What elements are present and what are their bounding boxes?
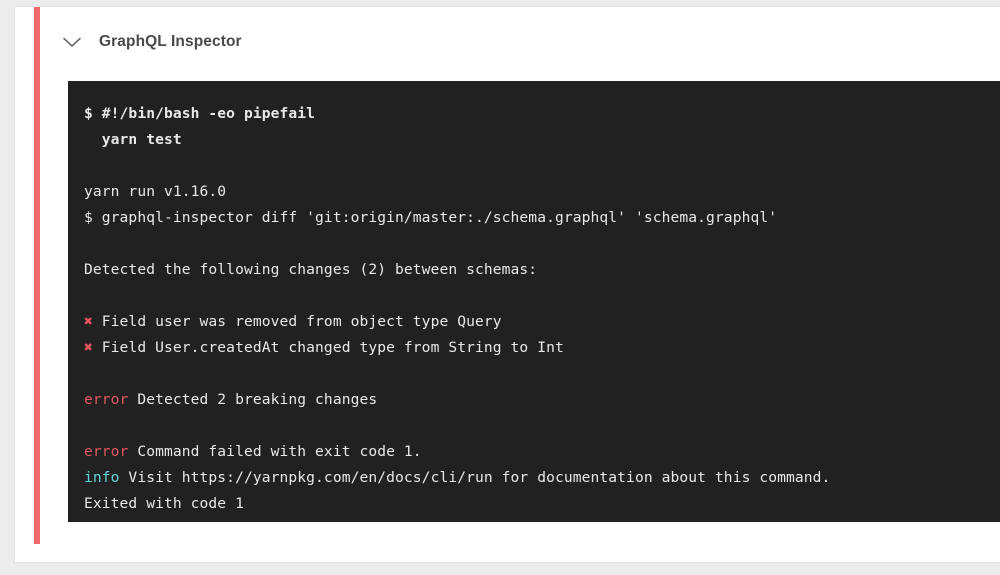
terminal-line: Exited with code 1 xyxy=(84,495,244,512)
terminal-line xyxy=(84,231,999,257)
terminal-line: error Detected 2 breaking changes xyxy=(84,387,999,413)
terminal-line: ✖ Field user was removed from object typ… xyxy=(84,309,999,335)
terminal-line: info Visit https://yarnpkg.com/en/docs/c… xyxy=(84,465,999,491)
terminal-line: $ graphql-inspector diff 'git:origin/mas… xyxy=(84,209,778,226)
terminal-line xyxy=(84,153,999,179)
terminal-line: yarn test xyxy=(84,131,182,148)
terminal-line: error Command failed with exit code 1. xyxy=(84,439,999,465)
terminal-line: ✖ Field User.createdAt changed type from… xyxy=(84,335,999,361)
terminal-line-text: Visit https://yarnpkg.com/en/docs/cli/ru… xyxy=(119,469,831,486)
terminal-output[interactable]: $ #!/bin/bash -eo pipefail yarn test yar… xyxy=(68,81,1000,522)
terminal-line xyxy=(84,413,999,439)
terminal-line: yarn run v1.16.0 xyxy=(84,183,227,200)
terminal-line: $ #!/bin/bash -eo pipefail xyxy=(84,105,316,122)
job-step-card: GraphQL Inspector $ #!/bin/bash -eo pipe… xyxy=(14,6,1000,563)
terminal-line xyxy=(84,283,999,309)
terminal-line-text: Detected 2 breaking changes xyxy=(128,391,378,408)
step-header[interactable]: GraphQL Inspector xyxy=(59,23,242,61)
step-status-bar xyxy=(34,7,40,544)
terminal-line-text: Field User.createdAt changed type from S… xyxy=(92,339,564,356)
chevron-down-icon[interactable] xyxy=(59,29,85,55)
terminal-line-text: Field user was removed from object type … xyxy=(92,313,502,330)
breaking-change-icon: ✖ xyxy=(84,313,93,330)
terminal-line: Detected the following changes (2) betwe… xyxy=(84,261,538,278)
terminal-level-error: error xyxy=(84,391,129,408)
breaking-change-icon: ✖ xyxy=(84,339,93,356)
terminal-line-text: Command failed with exit code 1. xyxy=(128,443,422,460)
terminal-level-error: error xyxy=(84,443,129,460)
step-title: GraphQL Inspector xyxy=(99,33,242,50)
terminal-level-info: info xyxy=(84,469,120,486)
terminal-line xyxy=(84,361,999,387)
